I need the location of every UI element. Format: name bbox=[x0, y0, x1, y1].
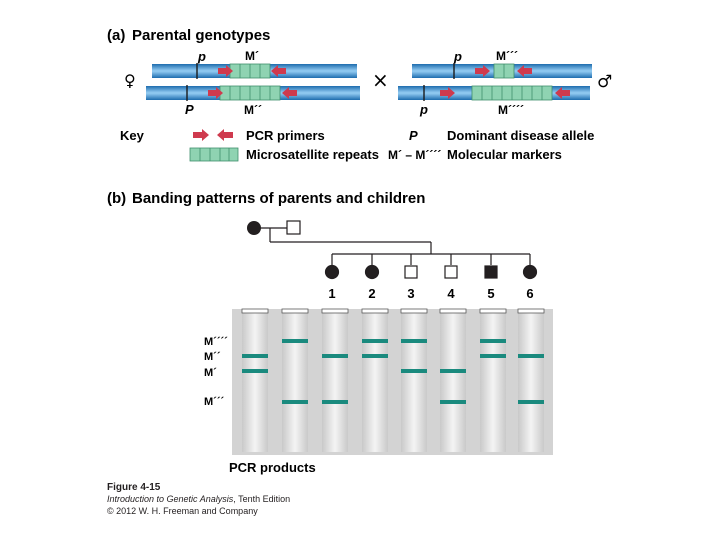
key-title: Key bbox=[120, 128, 145, 143]
band bbox=[440, 400, 466, 404]
well-5 bbox=[480, 309, 506, 313]
female-chr2-repeats bbox=[220, 86, 280, 100]
child-symbol-4 bbox=[445, 266, 457, 278]
part-b-heading: Banding patterns of parents and children bbox=[132, 190, 425, 207]
marker-label: M´´´ bbox=[204, 396, 224, 408]
band bbox=[362, 354, 388, 358]
key: Key PCR primers Microsatellite repeats P… bbox=[120, 128, 594, 162]
band bbox=[440, 369, 466, 373]
marker-labels: M´´´´ M´´ M´ M´´´ bbox=[204, 336, 228, 408]
female-symbol: ♀ bbox=[124, 71, 136, 90]
male-symbol: ♂ bbox=[597, 72, 612, 92]
father-symbol bbox=[287, 221, 300, 234]
marker-label: M´´´´ bbox=[204, 336, 228, 348]
child-number-2: 2 bbox=[368, 286, 375, 301]
female-chr1-allele: p bbox=[197, 49, 206, 64]
band bbox=[362, 339, 388, 343]
child-symbol-6 bbox=[524, 266, 537, 279]
well-6 bbox=[518, 309, 544, 313]
child-number-3: 3 bbox=[407, 286, 414, 301]
band bbox=[242, 369, 268, 373]
part-a-letter: (a) bbox=[107, 27, 125, 44]
key-repeats-label: Microsatellite repeats bbox=[246, 147, 379, 162]
female-chr2-marker: M´´ bbox=[244, 103, 262, 117]
marker-label: M´´ bbox=[204, 351, 221, 363]
well-4 bbox=[440, 309, 466, 313]
male-chr1-allele: p bbox=[453, 49, 462, 64]
female-chr2-allele: P bbox=[185, 102, 194, 117]
child-symbol-1 bbox=[326, 266, 339, 279]
band bbox=[282, 339, 308, 343]
book-edition: , Tenth Edition bbox=[233, 494, 290, 504]
key-primers-label: PCR primers bbox=[246, 128, 325, 143]
lane-mother bbox=[242, 312, 268, 452]
key-repeats-swatch bbox=[190, 148, 238, 161]
figure-number: Figure 4-15 bbox=[107, 482, 160, 494]
band bbox=[282, 400, 308, 404]
well-3 bbox=[401, 309, 427, 313]
band bbox=[518, 400, 544, 404]
well-1 bbox=[322, 309, 348, 313]
lane-5 bbox=[480, 312, 506, 452]
male-chromosome-2: p M´´´´ bbox=[398, 85, 590, 117]
male-chr1-repeats bbox=[494, 64, 514, 78]
part-b-letter: (b) bbox=[107, 190, 126, 207]
key-markers-symbol: M´ – M´´´´ bbox=[388, 148, 441, 162]
band bbox=[401, 339, 427, 343]
copyright: © 2012 W. H. Freeman and Company bbox=[107, 506, 258, 517]
key-allele-label: Dominant disease allele bbox=[447, 128, 594, 143]
female-chromosome-2: P M´´ bbox=[146, 85, 360, 117]
lane-2 bbox=[362, 312, 388, 452]
band bbox=[242, 354, 268, 358]
lane-4 bbox=[440, 312, 466, 452]
band bbox=[322, 400, 348, 404]
child-number-4: 4 bbox=[447, 286, 455, 301]
mother-symbol bbox=[247, 221, 261, 235]
part-a-heading: Parental genotypes bbox=[132, 27, 270, 44]
gel-caption: PCR products bbox=[229, 460, 316, 475]
children: 1 2 3 4 5 6 bbox=[326, 254, 537, 301]
male-chr1-marker: M´´´ bbox=[496, 49, 518, 63]
book-citation: Introduction to Genetic Analysis, Tenth … bbox=[107, 494, 290, 505]
child-number-5: 5 bbox=[487, 286, 494, 301]
female-chr1-marker: M´ bbox=[245, 49, 259, 63]
male-chr2-repeats bbox=[472, 86, 552, 100]
lane-6 bbox=[518, 312, 544, 452]
cross-symbol: × bbox=[372, 68, 389, 92]
male-chromosome-1: p M´´´ bbox=[412, 49, 592, 79]
pedigree: 1 2 3 4 5 6 bbox=[247, 221, 537, 301]
marker-label: M´ bbox=[204, 367, 217, 379]
band bbox=[322, 354, 348, 358]
key-markers-label: Molecular markers bbox=[447, 147, 562, 162]
band bbox=[480, 354, 506, 358]
book-title: Introduction to Genetic Analysis bbox=[107, 494, 233, 504]
well-2 bbox=[362, 309, 388, 313]
child-symbol-5 bbox=[485, 266, 497, 278]
child-symbol-2 bbox=[366, 266, 379, 279]
male-chr2-allele: p bbox=[419, 102, 428, 117]
key-primer-arrow-left bbox=[217, 129, 233, 141]
lane-1 bbox=[322, 312, 348, 452]
female-chromosome-1: p M´ bbox=[152, 49, 357, 79]
child-symbol-3 bbox=[405, 266, 417, 278]
band bbox=[401, 369, 427, 373]
well-mother bbox=[242, 309, 268, 313]
male-chr2-marker: M´´´´ bbox=[498, 103, 524, 117]
child-number-1: 1 bbox=[328, 286, 335, 301]
lane-3 bbox=[401, 312, 427, 452]
gel: M´´´´ M´´ M´ M´´´ bbox=[204, 309, 553, 455]
female-chr1-repeats bbox=[230, 64, 270, 78]
key-primer-arrow-right bbox=[193, 129, 209, 141]
band bbox=[480, 339, 506, 343]
key-allele-symbol: P bbox=[409, 128, 418, 143]
well-father bbox=[282, 309, 308, 313]
child-number-6: 6 bbox=[526, 286, 533, 301]
lane-father bbox=[282, 312, 308, 452]
band bbox=[518, 354, 544, 358]
